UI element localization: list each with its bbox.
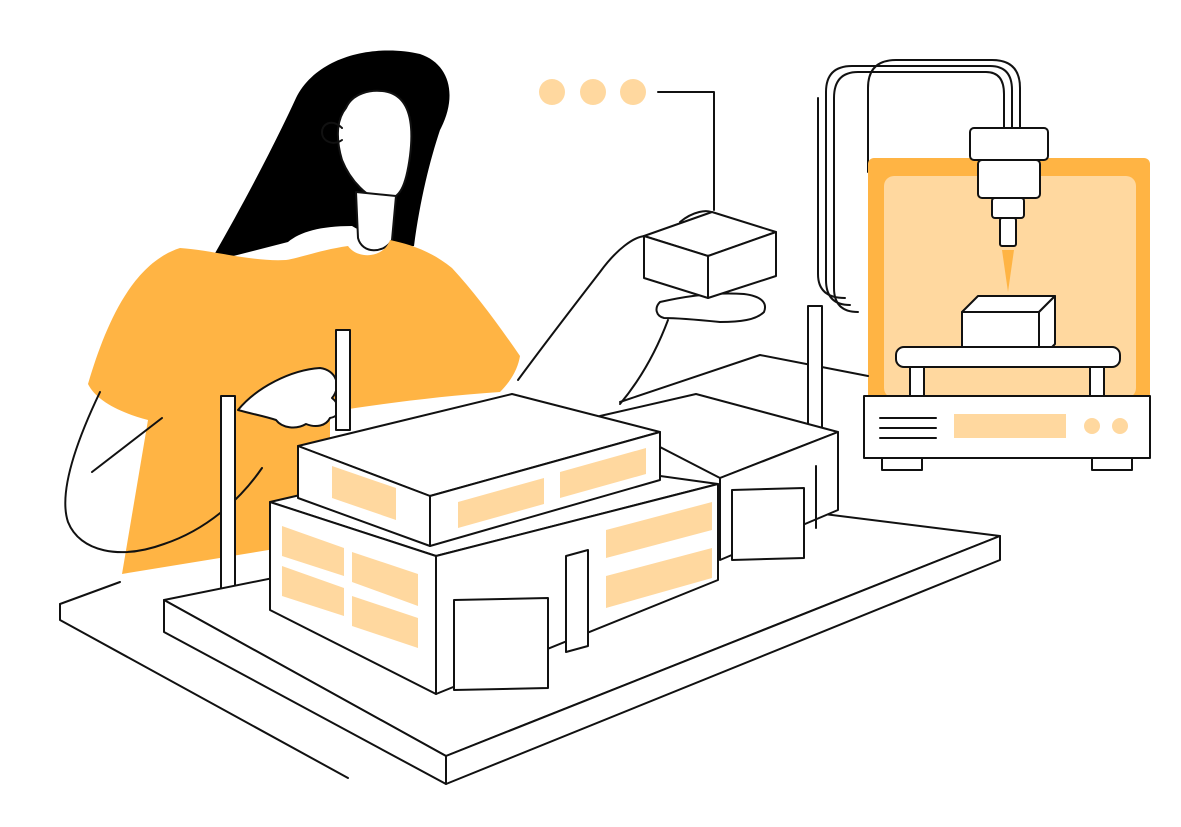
speech-dot [620,79,646,105]
printer-bed [895,346,1121,368]
table [59,354,869,779]
speech-dot [539,79,565,105]
left-hand [237,367,340,429]
architectural-model [163,393,1001,785]
printer-nozzle-beam [1002,250,1014,292]
3d-printer [817,59,1151,471]
model-door [453,597,549,691]
printer-window [884,176,1136,398]
printer-nozzle-head [969,127,1049,161]
woman [64,50,777,574]
speech-dots [539,79,715,211]
printer-display [954,414,1066,438]
printer-cable [867,59,1021,173]
held-block [643,211,777,299]
right-arm [517,235,647,381]
hair [210,50,450,262]
printer-button [1084,418,1100,434]
connector-line [657,91,715,211]
speech-dot [580,79,606,105]
model-poles [220,305,823,613]
face [336,89,413,201]
printer-button [1112,418,1128,434]
